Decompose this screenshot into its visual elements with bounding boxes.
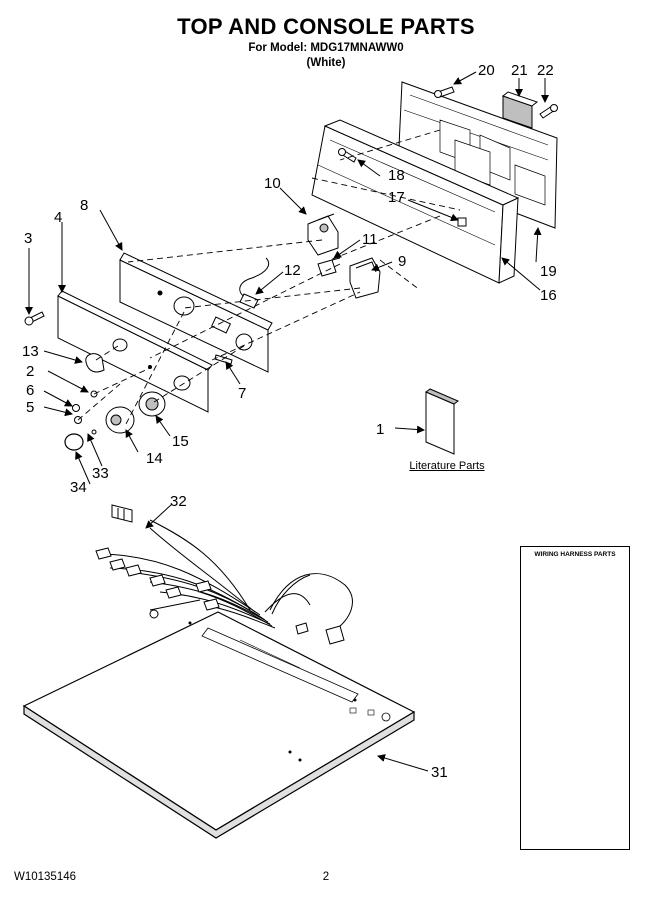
- knob-ring: [64, 433, 84, 451]
- small-part-33: [91, 429, 97, 435]
- model-color: (White): [306, 57, 346, 69]
- callout-4: 4: [54, 209, 62, 226]
- callout-33: 33: [92, 465, 109, 482]
- callout-34: 34: [70, 479, 87, 496]
- wiring-harness: [99, 519, 353, 631]
- callout-21: 21: [511, 62, 528, 79]
- clip-icon: [457, 217, 467, 227]
- page-title: TOP AND CONSOLE PARTS: [177, 14, 475, 39]
- callout-3: 3: [24, 230, 32, 247]
- ground-terminal: [149, 609, 159, 619]
- screw-icon: [434, 86, 455, 98]
- callout-leaders: [25, 71, 549, 772]
- small-part-6: [72, 404, 80, 412]
- assembly-guides: [77, 129, 461, 425]
- callout-17: 17: [388, 189, 405, 206]
- callout-13: 13: [22, 343, 39, 360]
- screw-icon: [338, 148, 357, 163]
- page-number: 2: [322, 871, 330, 883]
- callout-7: 7: [238, 385, 246, 402]
- callout-22: 22: [537, 62, 554, 79]
- dryer-top-panel: [22, 611, 416, 839]
- callout-8: 8: [80, 197, 88, 214]
- timer-icon: [307, 213, 339, 256]
- callout-19: 19: [540, 263, 557, 280]
- console-bezel: [57, 290, 213, 413]
- control-panel: [119, 252, 273, 373]
- document-number: W10135146: [14, 871, 77, 883]
- callout-32: 32: [170, 493, 187, 510]
- callout-15: 15: [172, 433, 189, 450]
- rear-control-cover: [397, 81, 558, 229]
- callout-11: 11: [362, 231, 378, 248]
- callout-20: 20: [478, 62, 495, 79]
- callout-10: 10: [264, 175, 281, 192]
- callout-31: 31: [431, 764, 448, 781]
- screw-icon: [24, 311, 45, 326]
- wiring-harness-parts-box: WIRING HARNESS PARTS: [520, 546, 630, 850]
- knob-icon: [105, 406, 135, 434]
- model-number: For Model: MDG17MNAWW0: [248, 42, 404, 54]
- knob-skirt: [138, 391, 166, 417]
- harness-box-title: WIRING HARNESS PARTS: [534, 551, 616, 558]
- callout-12: 12: [284, 262, 301, 279]
- harness-bracket: [501, 91, 539, 129]
- callout-2: 2: [26, 363, 34, 380]
- manual-icon: [425, 388, 459, 455]
- callout-9: 9: [398, 253, 406, 270]
- callout-1: 1: [376, 421, 384, 438]
- switch-icon: [349, 257, 381, 299]
- connector-icon: [95, 504, 345, 645]
- callout-14: 14: [146, 450, 163, 467]
- indicator-wire: [239, 257, 270, 309]
- knob-icon: [85, 353, 105, 373]
- callout-5: 5: [26, 399, 34, 416]
- callout-6: 6: [26, 382, 34, 399]
- literature-parts-label: Literature Parts: [409, 460, 485, 472]
- callout-16: 16: [540, 287, 557, 304]
- callout-18: 18: [388, 167, 405, 184]
- screw-icon: [539, 104, 558, 119]
